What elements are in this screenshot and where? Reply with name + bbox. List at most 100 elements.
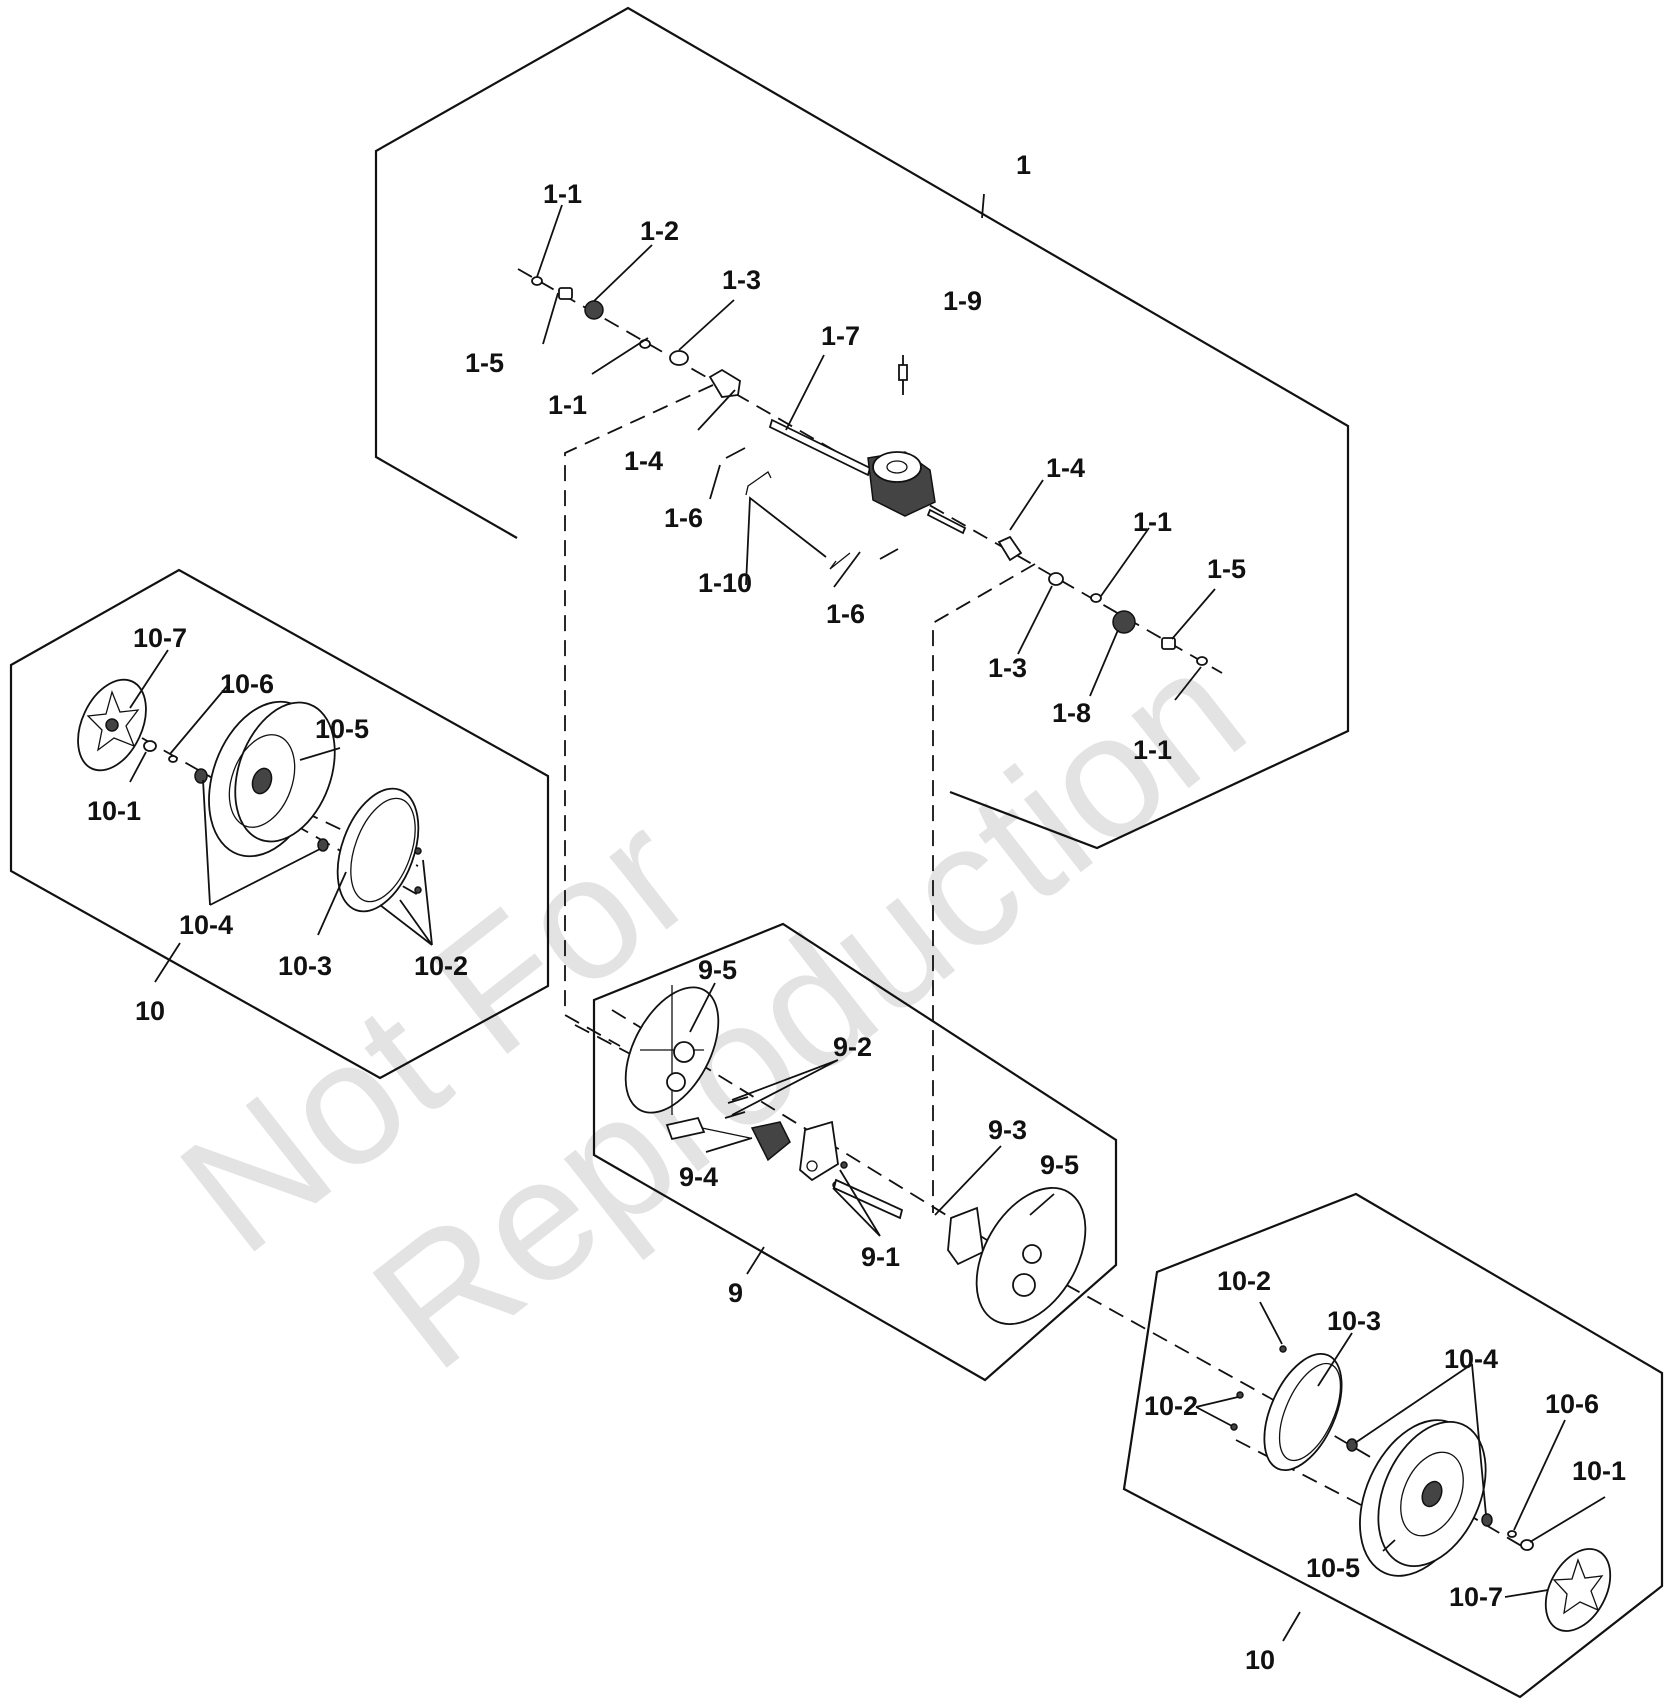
hubcap-part [1544, 1548, 1612, 1632]
assembly-connectors [564, 384, 1036, 1213]
drive-shaft-part [768, 418, 872, 477]
part-label-10-1: 10-1 [87, 796, 141, 826]
retaining-ring-part [1090, 593, 1102, 603]
part-label-1-4: 1-4 [1046, 453, 1085, 483]
gearbox-assembly-number: 1 [1016, 150, 1031, 180]
part-label-10-7: 10-7 [1449, 1582, 1503, 1612]
nut-part [143, 740, 157, 752]
part-label-1-10: 1-10 [698, 568, 752, 598]
wheel-plate-hole [666, 1072, 686, 1092]
part-label-10-2: 10-2 [414, 951, 468, 981]
part-label-1-1: 1-1 [1133, 507, 1172, 537]
bolt-part [840, 1161, 848, 1169]
pinion-gear-part [584, 300, 604, 320]
wheel-right-boundary [1122, 1192, 1664, 1699]
mounting-bracket-part [947, 1206, 984, 1266]
wheel-left-assembly-number: 10 [135, 996, 165, 1026]
part-label-10-1: 10-1 [1572, 1456, 1626, 1486]
part-label-1-4: 1-4 [624, 446, 663, 476]
part-label-9-5: 9-5 [698, 955, 737, 985]
spring-part [898, 364, 908, 381]
screw-part [1236, 1391, 1244, 1399]
axle-assembly-number: 9 [728, 1278, 743, 1308]
screw-part [414, 847, 422, 855]
screw-part [1230, 1423, 1238, 1431]
axle-boundary [592, 922, 1118, 1382]
screw-part [1279, 1345, 1287, 1353]
bearing-part [317, 838, 329, 852]
part-label-10-3: 10-3 [278, 951, 332, 981]
wheel-hub-center [251, 767, 273, 795]
adjust-handle-rod [701, 1127, 751, 1139]
gear-ring-part [1263, 1352, 1343, 1472]
part-label-1-3: 1-3 [722, 265, 761, 295]
hubcap-star-detail [1552, 1558, 1604, 1615]
part-label-10-4: 10-4 [1444, 1344, 1498, 1374]
wheel-plate-hub [1022, 1244, 1042, 1264]
hubcap-star-detail [86, 689, 140, 752]
bearing-housing-part [708, 368, 741, 398]
bearing-part [669, 350, 689, 366]
retaining-ring-part [531, 276, 543, 286]
wheel-plate-hub [673, 1041, 695, 1063]
bearing-part [194, 768, 208, 784]
connector-gearbox-to-axle-left [564, 384, 714, 1047]
adjust-handle-grip [665, 1116, 706, 1141]
part-label-9-4: 9-4 [679, 1162, 718, 1192]
connector-gearbox-to-axle-right [932, 563, 1036, 1213]
part-label-9-2: 9-2 [833, 1032, 872, 1062]
part-label-10-6: 10-6 [220, 669, 274, 699]
wheel-hub-center [1421, 1480, 1443, 1508]
gear-ring-inner [350, 797, 416, 903]
wheel-right-assembly-number: 10 [1245, 1645, 1275, 1675]
part-label-9-3: 9-3 [988, 1115, 1027, 1145]
part-label-10-5: 10-5 [315, 714, 369, 744]
screw-part [414, 886, 422, 894]
wheel-right-assembly: 10-2 10-3 10-4 10-2 10-6 10-1 10-5 10-7 … [1122, 1192, 1664, 1699]
part-label-10-7: 10-7 [133, 623, 187, 653]
pin-part [724, 1111, 746, 1119]
part-label-10-4: 10-4 [179, 910, 233, 940]
retaining-ring-part [1196, 656, 1208, 666]
part-label-9-1: 9-1 [861, 1242, 900, 1272]
part-label-10-6: 10-6 [1545, 1389, 1599, 1419]
part-label-1-3: 1-3 [988, 653, 1027, 683]
part-label-1-9: 1-9 [943, 286, 982, 316]
wheel-left-assembly: 10-7 10-6 10-5 10-1 10-4 10-3 10-2 10 [9, 568, 550, 1080]
spring-clip-part [745, 471, 851, 570]
part-label-1-6: 1-6 [826, 599, 865, 629]
axle-assembly: 9-5 9-2 9-3 9-5 9-4 9-1 9 [574, 922, 1271, 1399]
gearbox-top-cover-inner [886, 460, 908, 474]
washer-part [1507, 1530, 1517, 1538]
wheel-hub-ring [228, 734, 296, 828]
adjust-bracket-part [750, 1121, 791, 1162]
mounting-bracket-hole [806, 1160, 818, 1172]
part-label-1-5: 1-5 [465, 348, 504, 378]
pin-part [725, 447, 746, 459]
wheel-hub-ring [1400, 1451, 1464, 1537]
part-label-10-2: 10-2 [1144, 1391, 1198, 1421]
part-label-1-6: 1-6 [664, 503, 703, 533]
pin-part [727, 1096, 749, 1104]
part-label-1-1: 1-1 [1133, 735, 1172, 765]
part-label-10-2: 10-2 [1217, 1266, 1271, 1296]
wheel-right-axis-2 [1235, 1439, 1391, 1521]
bearing-part [1048, 572, 1064, 586]
part-label-9-5: 9-5 [1040, 1150, 1079, 1180]
nut-part [1520, 1539, 1534, 1551]
gearbox-assembly: 1 1-1 1-2 1-3 1-5 1-1 1-7 1-9 1-4 1-6 1-… [374, 6, 1350, 850]
pinion-gear-part [1112, 610, 1136, 634]
part-label-1-5: 1-5 [1207, 554, 1246, 584]
part-label-1-1: 1-1 [548, 390, 587, 420]
part-label-1-1: 1-1 [543, 179, 582, 209]
part-label-10-3: 10-3 [1327, 1306, 1381, 1336]
bushing-part [558, 287, 573, 300]
axle-to-wheel-left-axis [574, 1024, 681, 1081]
part-label-1-7: 1-7 [821, 321, 860, 351]
part-label-10-5: 10-5 [1306, 1553, 1360, 1583]
drive-shaft-end-part [926, 508, 967, 535]
gearbox-boundary [374, 6, 1350, 850]
wheel-plate-hole [1012, 1273, 1036, 1297]
bushing-part [1161, 637, 1176, 650]
